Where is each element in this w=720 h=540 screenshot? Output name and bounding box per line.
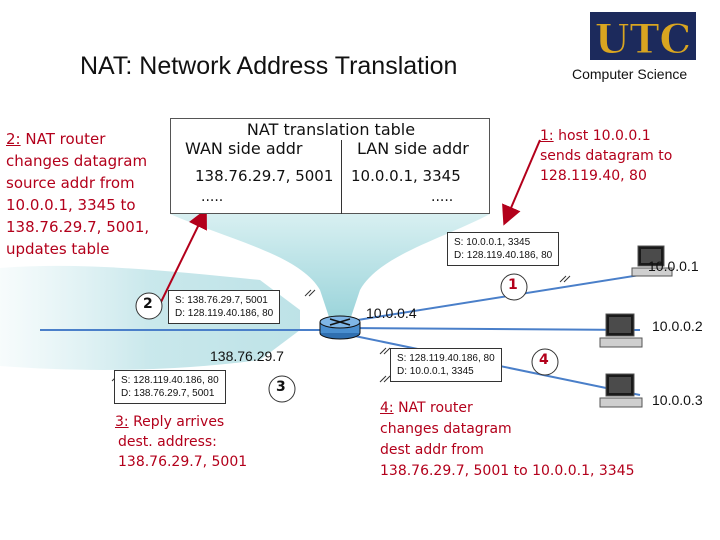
host-computer-icon-3	[599, 373, 643, 408]
lan-header: LAN side addr	[357, 139, 469, 158]
router-wan-ip: 138.76.29.7	[210, 348, 284, 364]
wan-value: 138.76.29.7, 5001	[195, 167, 334, 185]
nat-table-title: NAT translation table	[246, 120, 416, 139]
step-1-marker-label: 1	[508, 277, 518, 293]
step-4-caption: 4: NAT router changes datagram dest addr…	[380, 400, 635, 479]
slide-title: NAT: Network Address Translation	[80, 52, 458, 80]
packet-4: S: 128.119.40.186, 80 D: 10.0.0.1, 3345	[390, 348, 502, 382]
packet-2: S: 138.76.29.7, 5001 D: 128.119.40.186, …	[168, 290, 281, 324]
host-computer-icon-2	[599, 313, 643, 348]
step-4-marker-label: 4	[539, 352, 549, 368]
host-ip-1: 10.0.0.1	[648, 258, 699, 274]
host-ip-3: 10.0.0.3	[652, 392, 703, 408]
utc-logo: UTC	[590, 12, 696, 64]
lan-value: 10.0.0.1, 3345	[351, 167, 461, 185]
wan-more: .....	[201, 189, 224, 205]
packet-3-src: S: 128.119.40.186, 80	[121, 375, 219, 386]
host-computer-icon-1	[631, 245, 673, 277]
packet-2-dst: D: 128.119.40.186, 80	[175, 308, 274, 319]
step-3-caption: 3: Reply arrives dest. address: 138.76.2…	[115, 414, 248, 470]
step-3-marker	[268, 375, 296, 403]
step-1-marker	[500, 273, 528, 301]
packet-1-src: S: 10.0.0.1, 3345	[454, 237, 531, 248]
nat-router-icon	[319, 315, 361, 340]
wan-header: WAN side addr	[185, 139, 303, 158]
nat-funnel	[170, 214, 490, 320]
column-divider	[341, 140, 342, 214]
lan-more: .....	[431, 189, 454, 205]
router-lan-ip: 10.0.0.4	[366, 305, 417, 321]
host-ip-2: 10.0.0.2	[652, 318, 703, 334]
step-4-marker	[531, 348, 559, 376]
packet-3-dst: D: 138.76.29.7, 5001	[121, 388, 215, 399]
step-2-caption: 2: NAT router changes datagram source ad…	[6, 130, 150, 258]
step-1-caption: 1: host 10.0.0.1 sends datagram to 128.1…	[540, 128, 673, 184]
step-2-marker-label: 2	[143, 296, 153, 312]
packet-1: S: 10.0.0.1, 3345 D: 128.119.40.186, 80	[447, 232, 560, 266]
nat-translation-table: NAT translation table WAN side addr LAN …	[170, 118, 490, 214]
packet-4-src: S: 128.119.40.186, 80	[397, 353, 495, 364]
step-3-marker-label: 3	[276, 379, 286, 395]
packet-1-dst: D: 128.119.40.186, 80	[454, 250, 553, 261]
svg-text:UTC: UTC	[595, 16, 691, 63]
packet-2-src: S: 138.76.29.7, 5001	[175, 295, 268, 306]
packet-4-dst: D: 10.0.0.1, 3345	[397, 366, 474, 377]
packet-3: S: 128.119.40.186, 80 D: 138.76.29.7, 50…	[114, 370, 226, 404]
department-label: Computer Science	[572, 66, 688, 82]
step-2-marker	[135, 292, 163, 320]
